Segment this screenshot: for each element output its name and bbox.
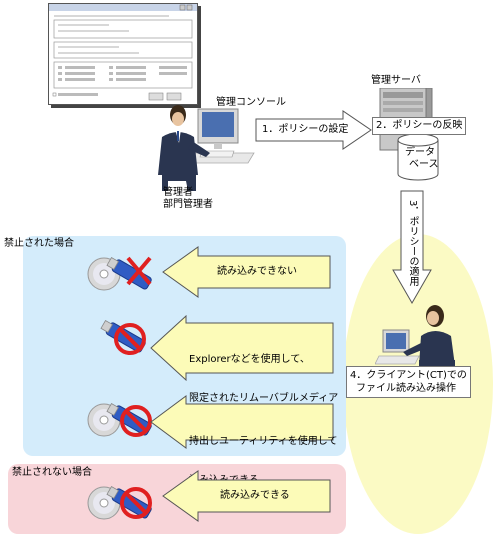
result-text-4: 読み込みできる xyxy=(220,490,290,501)
step3-label: 3．ポリシーの適用 xyxy=(407,200,418,287)
console-label: 管理コンソール xyxy=(216,97,286,108)
administrator-figure xyxy=(158,105,255,191)
step1-label: 1．ポリシーの設定 xyxy=(262,124,349,135)
result-text-2-line2: 限定されたリムーバブルメディア xyxy=(189,393,339,404)
step3-arrow xyxy=(392,190,432,305)
client-figure xyxy=(375,305,455,368)
result-text-3-line1: 持出しユーティリティを使用して xyxy=(189,436,338,447)
dept-admin-label: 部門管理者 xyxy=(163,199,213,210)
result-arrow-1 xyxy=(162,246,331,298)
database-label-1: データ xyxy=(405,147,435,158)
step4-line1: 4．クライアント(CT)での xyxy=(350,370,467,381)
media-icon-3 xyxy=(87,402,152,437)
result-arrow-3 xyxy=(150,395,334,449)
result-text-2-line1: Explorerなどを使用して、 xyxy=(189,354,310,365)
step1-arrow xyxy=(255,110,372,150)
admin-label: 管理者 xyxy=(163,187,193,198)
result-text-1: 読み込みできない xyxy=(217,266,297,277)
console-dialog-thumbnail xyxy=(48,3,198,105)
not-prohibited-title: 禁止されない場合 xyxy=(12,467,92,478)
step4-label: 4．クライアント(CT)での ファイル読み込み操作 xyxy=(346,366,471,398)
media-icon-1 xyxy=(87,256,152,291)
database-label-2: ベース xyxy=(409,159,439,170)
server-figure xyxy=(379,88,439,181)
result-arrow-4 xyxy=(162,470,331,522)
step4-line2: ファイル読み込み操作 xyxy=(356,383,456,394)
server-label: 管理サーバ xyxy=(371,75,421,86)
media-icon-2 xyxy=(100,319,146,355)
result-arrow-2 xyxy=(150,315,334,381)
console-dialog-graphic xyxy=(49,4,197,101)
prohibited-title: 禁止された場合 xyxy=(4,238,74,249)
media-icon-4 xyxy=(87,485,152,520)
step2-label: 2．ポリシーの反映 xyxy=(372,117,467,135)
